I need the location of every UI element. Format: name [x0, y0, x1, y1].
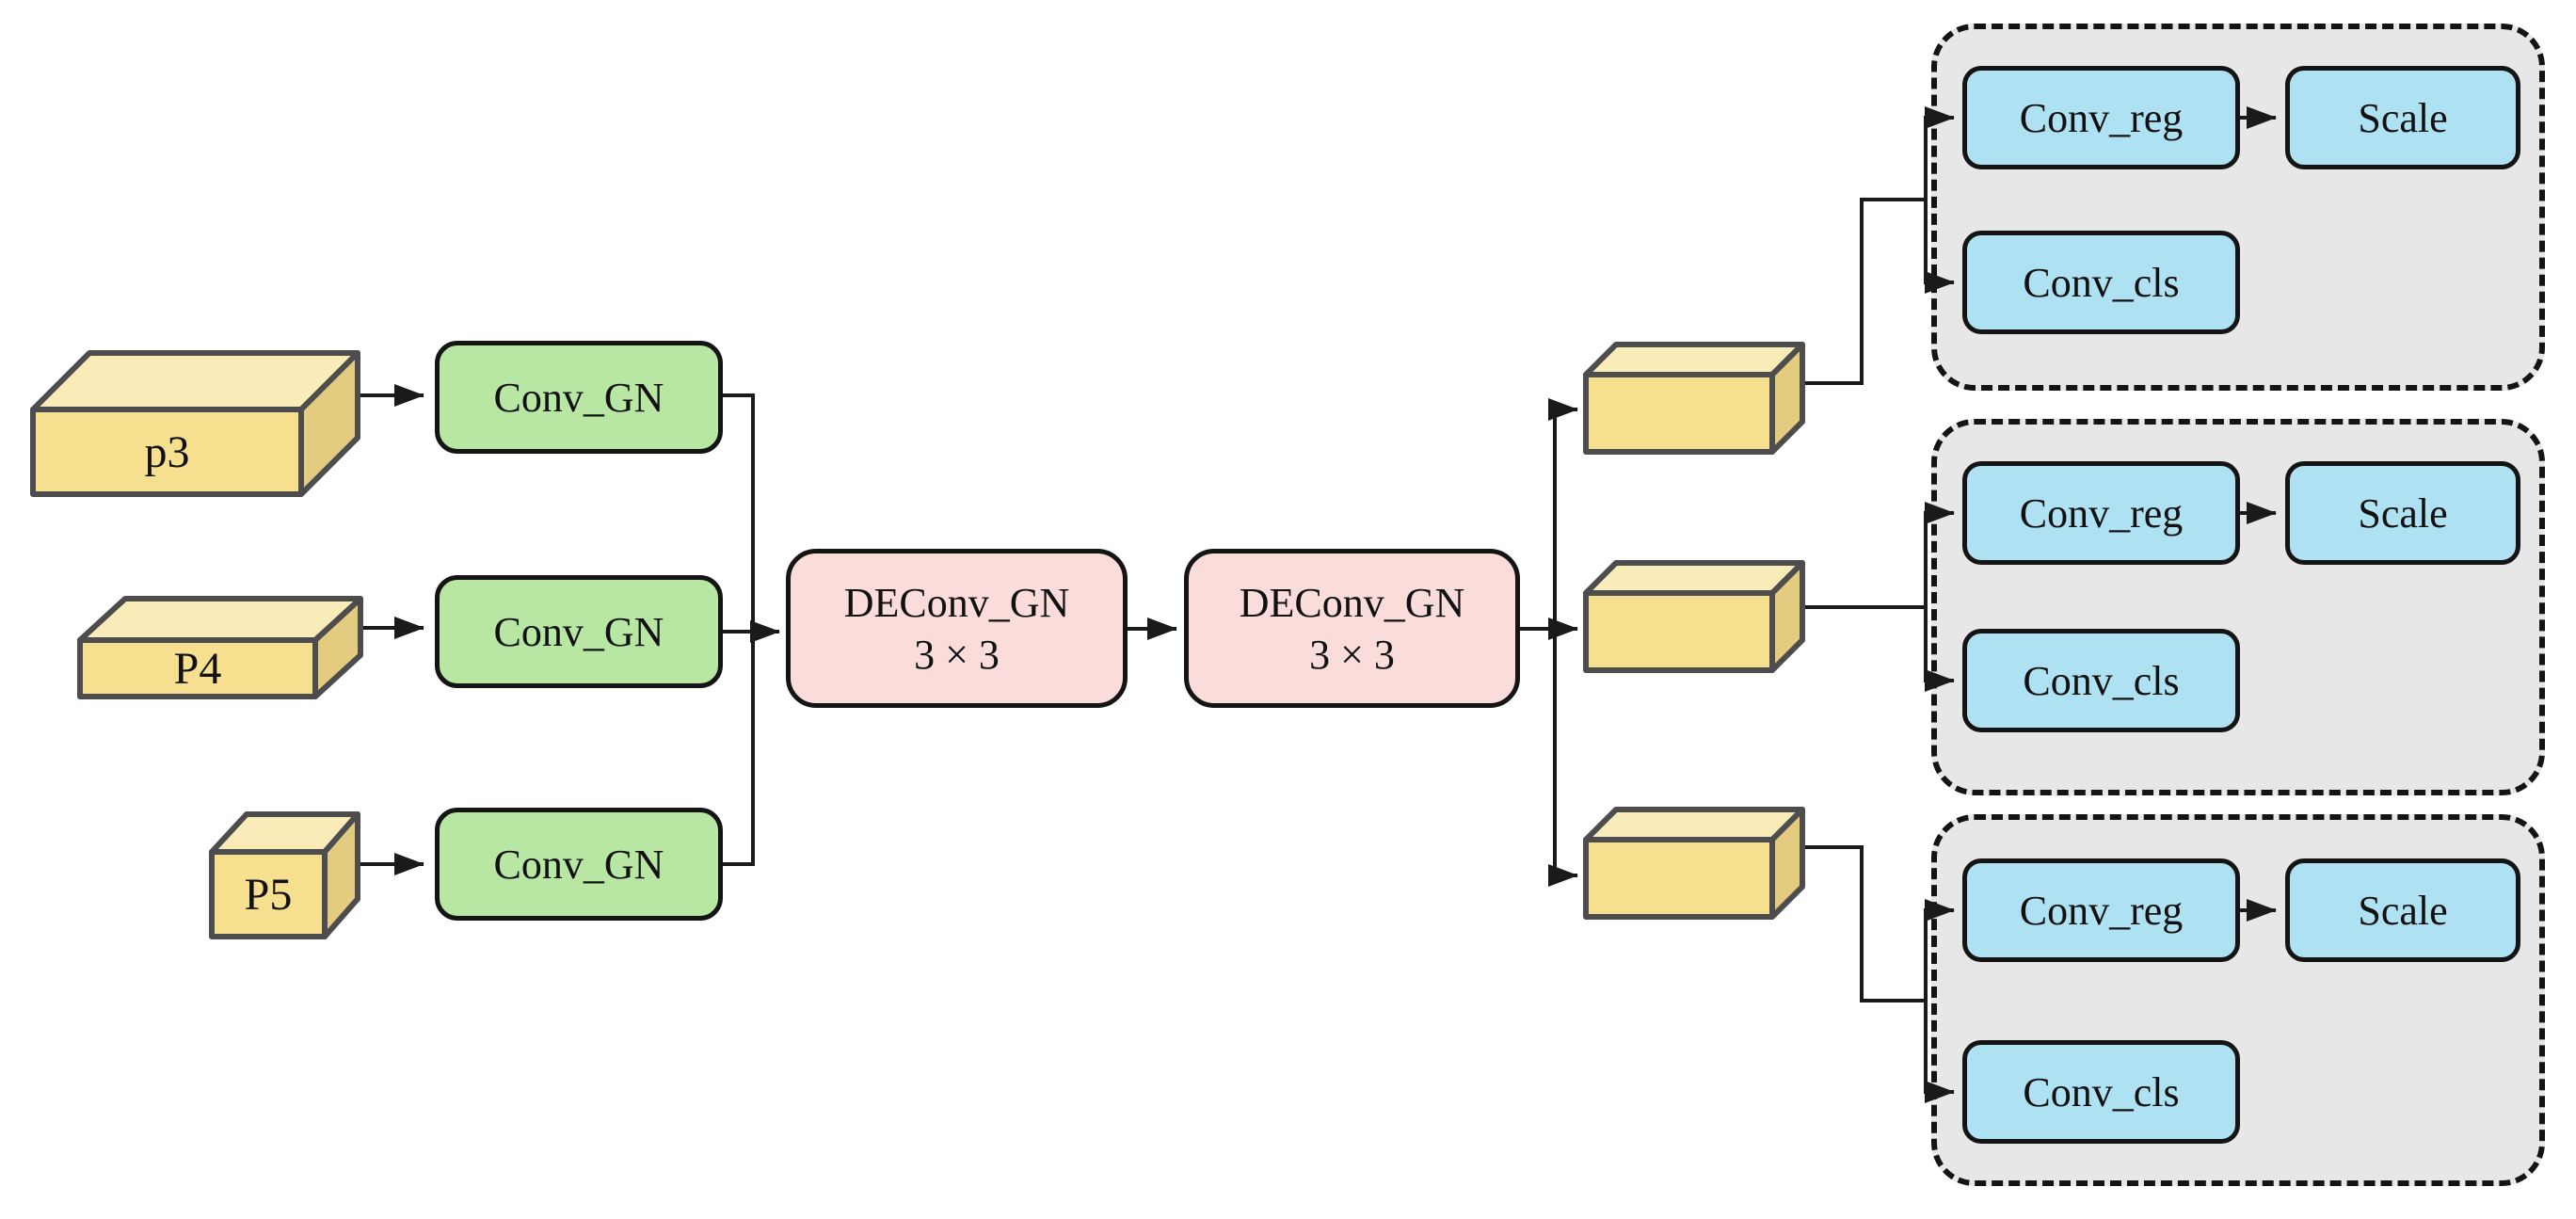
deconv-gn-block-2: DEConv_GN 3 × 3 — [1184, 549, 1520, 708]
conv-cls-block-1: Conv_cls — [1962, 231, 2240, 334]
conv-gn-block-2: Conv_GN — [435, 575, 723, 688]
output-feature-box-top — [1583, 342, 1805, 455]
scale-block-3: Scale — [2285, 858, 2520, 962]
input-label-p4: P4 — [173, 643, 222, 694]
conv-reg-block-3: Conv_reg — [1962, 858, 2240, 962]
conv-reg-block-2: Conv_reg — [1962, 461, 2240, 565]
input-label-p5: P5 — [244, 869, 293, 920]
output-feature-box-bottom — [1583, 807, 1805, 920]
feed-branch-1 — [1802, 198, 1926, 385]
feed-branch-3 — [1802, 845, 1926, 1002]
scale-block-2: Scale — [2285, 461, 2520, 565]
conv-cls-block-3: Conv_cls — [1962, 1040, 2240, 1144]
conv-gn-block-3: Conv_GN — [435, 808, 723, 921]
output-feature-box-middle — [1583, 560, 1805, 673]
deconv-gn-block-2-kernel: 3 × 3 — [1309, 631, 1395, 678]
input-label-p3: p3 — [144, 426, 190, 477]
deconv-gn-block-2-name: DEConv_GN — [1239, 579, 1465, 626]
conv-reg-block-1: Conv_reg — [1962, 66, 2240, 169]
conv-gn-block-1: Conv_GN — [435, 341, 723, 454]
scale-block-1: Scale — [2285, 66, 2520, 169]
deconv-gn-block-1: DEConv_GN 3 × 3 — [786, 549, 1128, 708]
deconv-gn-block-1-kernel: 3 × 3 — [914, 631, 1000, 678]
conv-cls-block-2: Conv_cls — [1962, 629, 2240, 732]
deconv-gn-block-1-name: DEConv_GN — [843, 579, 1070, 626]
